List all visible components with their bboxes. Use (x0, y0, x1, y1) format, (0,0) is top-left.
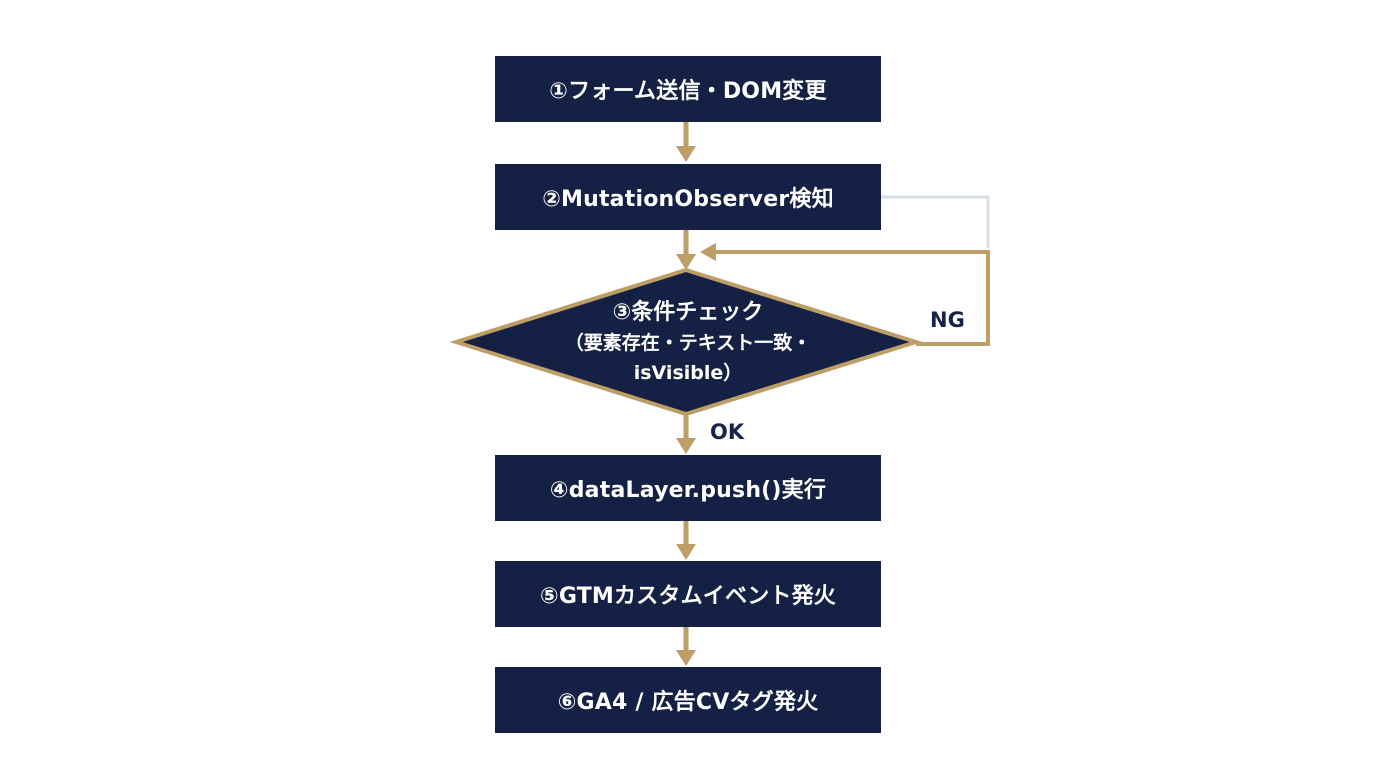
node-6-label: ⑥GA4 / 広告CVタグ発火 (557, 690, 819, 715)
arrow-2-3-head (676, 254, 696, 270)
arrow-1-2-head (676, 146, 696, 162)
arrow-4-5-head (676, 544, 696, 560)
arrow-5-6-head (676, 650, 696, 666)
observer-loop-line (881, 195, 990, 248)
ng-edge-label: NG (930, 308, 965, 332)
node-3-label-line-1: ③条件チェック (612, 300, 764, 325)
ng-loop-arrowhead (700, 243, 716, 261)
node-2-shape (495, 164, 881, 230)
node-3-label: ③条件チェック （要素存在・テキスト一致・ isVisible） (500, 298, 876, 388)
ok-edge-label: OK (710, 420, 745, 444)
node-6-shape (495, 667, 881, 733)
node-4-label: ④dataLayer.push()実行 (549, 478, 827, 503)
node-4-shape (495, 455, 881, 521)
node-3-label-line-2: （要素存在・テキスト一致・ (564, 332, 812, 354)
node-1-label: ①フォーム送信・DOM変更 (549, 79, 827, 104)
node-3-label-line-3: isVisible） (633, 362, 743, 384)
node-1-shape (495, 56, 881, 122)
arrow-3-4-head (676, 438, 696, 454)
node-5-label: ⑤GTMカスタムイベント発火 (540, 584, 836, 609)
ng-loop-path (704, 250, 990, 346)
node-5-shape (495, 561, 881, 627)
node-2-label: ②MutationObserver検知 (542, 187, 834, 212)
